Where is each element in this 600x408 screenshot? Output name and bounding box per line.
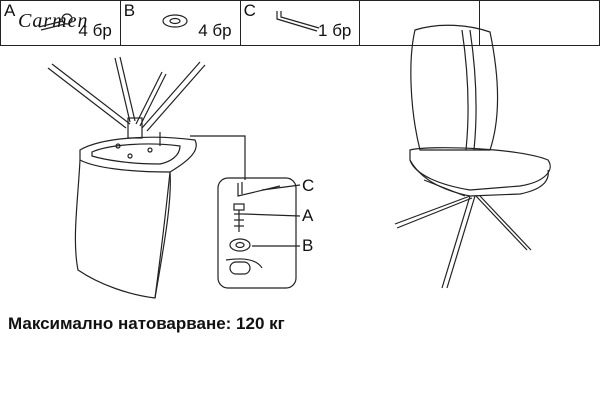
screw-icon	[38, 13, 73, 31]
washer-icon	[162, 14, 188, 28]
max-load-text: Максимално натоварване: 120 кг	[8, 314, 285, 333]
part-cell-a: A 4 бр	[0, 0, 121, 46]
callout-a: A	[302, 206, 314, 225]
parts-table: A 4 бр B 4 бр C	[0, 0, 600, 46]
empty-cell	[359, 0, 481, 46]
part-qty: 4 бр	[78, 21, 112, 40]
part-cell-c: C 1 бр	[239, 0, 361, 46]
part-cell-b: B 4 бр	[119, 0, 241, 46]
part-qty: 1 бр	[318, 21, 352, 40]
part-letter: A	[4, 1, 16, 20]
part-qty: 4 бр	[198, 21, 232, 40]
allen-key-icon	[275, 11, 319, 32]
part-letter: C	[243, 1, 256, 20]
callout-b: B	[302, 236, 314, 255]
empty-cell	[479, 0, 600, 46]
part-letter: B	[123, 1, 136, 20]
callout-c: C	[302, 176, 315, 195]
